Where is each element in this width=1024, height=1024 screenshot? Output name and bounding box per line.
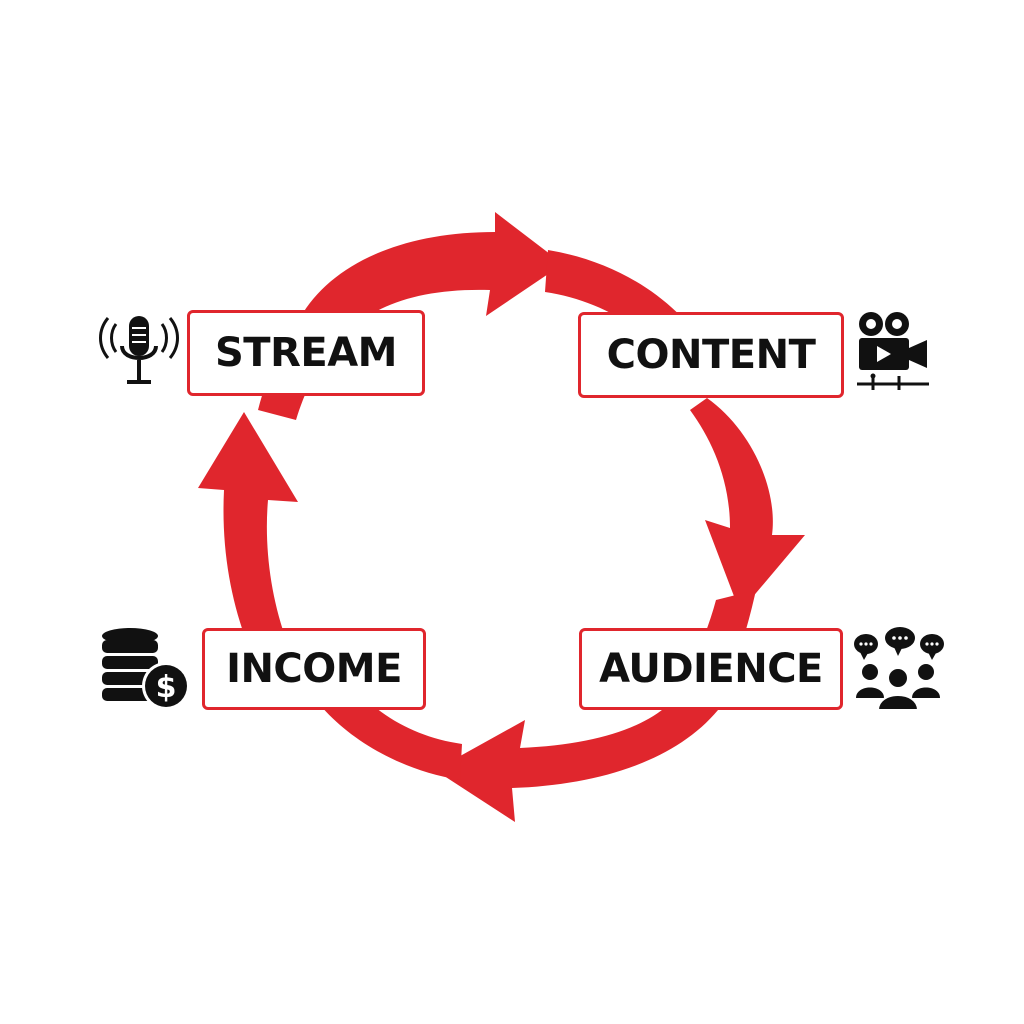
node-income[interactable]: INCOME bbox=[202, 628, 426, 710]
ring-segment-bottom-left bbox=[320, 690, 462, 780]
arrow-income-to-stream bbox=[198, 412, 320, 705]
audience-chat-icon bbox=[850, 626, 946, 712]
arrow-content-to-audience bbox=[690, 398, 805, 612]
podcast-microphone-icon bbox=[96, 310, 182, 390]
node-stream[interactable]: STREAM bbox=[187, 310, 425, 396]
node-audience-label: AUDIENCE bbox=[599, 646, 823, 692]
node-audience[interactable]: AUDIENCE bbox=[579, 628, 843, 710]
node-content-label: CONTENT bbox=[606, 332, 816, 378]
node-content[interactable]: CONTENT bbox=[578, 312, 844, 398]
arrow-audience-to-income bbox=[435, 705, 722, 822]
node-stream-label: STREAM bbox=[215, 330, 397, 376]
svg-text:$: $ bbox=[156, 670, 177, 705]
video-camera-icon bbox=[853, 310, 933, 392]
arrow-stream-to-content bbox=[300, 212, 563, 340]
coins-dollar-icon: $ bbox=[100, 626, 192, 714]
node-income-label: INCOME bbox=[226, 646, 402, 692]
